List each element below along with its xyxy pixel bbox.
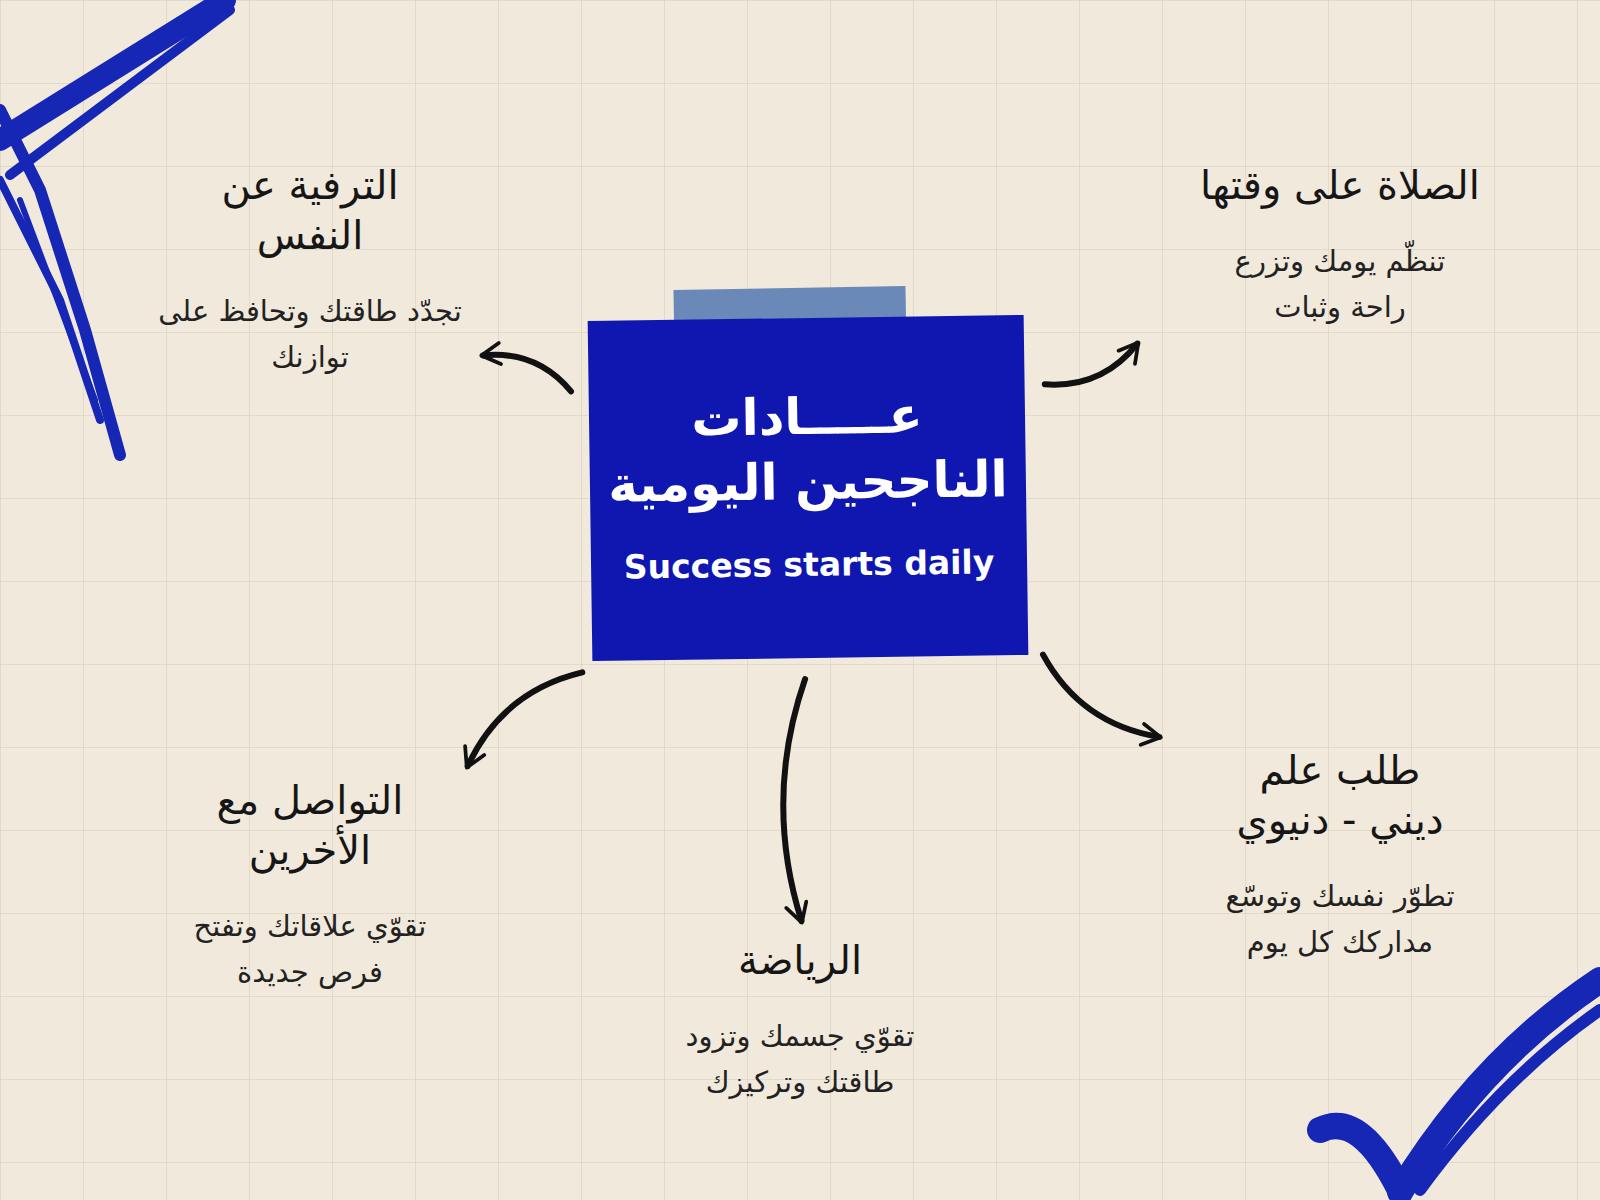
habit-node: الترفية عن النفس تجدّد طاقتك وتحافظ على ت… bbox=[150, 160, 470, 410]
title-card: عـــــادات الناجحين اليومية Success start… bbox=[588, 315, 1029, 661]
node-body: تقوّي علاقاتك وتفتح فرص جديدة bbox=[160, 903, 460, 996]
habit-node: الرياضة تقوّي جسمك وتزود طاقتك وتركيزك bbox=[640, 935, 960, 1106]
node-body: تطوّر نفسك وتوسّع مداركك كل يوم bbox=[1185, 873, 1495, 966]
node-body: Success starts daily bbox=[624, 536, 995, 594]
node-body: تقوّي جسمك وتزود طاقتك وتركيزك bbox=[655, 1013, 945, 1106]
habit-node: التواصل مع الأخرين تقوّي علاقاتك وتفتح فر… bbox=[150, 775, 470, 1015]
blue-checkmark bbox=[1320, 980, 1600, 1195]
node-heading: الرياضة bbox=[738, 935, 862, 985]
habit-node: طلب علم ديني - دنيوي تطوّر نفسك وتوسّع مد… bbox=[1160, 745, 1520, 985]
node-body: تنظّم يومك وتزرع راحة وثبات bbox=[1210, 238, 1470, 331]
node-heading: الصلاة على وقتها bbox=[1200, 160, 1480, 210]
arrow-connector bbox=[783, 679, 805, 921]
node-heading: عـــــادات الناجحين اليومية bbox=[589, 382, 1027, 518]
node-body: تجدّد طاقتك وتحافظ على توازنك bbox=[155, 288, 465, 381]
node-heading: طلب علم ديني - دنيوي bbox=[1220, 745, 1460, 845]
node-heading: الترفية عن النفس bbox=[180, 160, 440, 260]
node-heading: التواصل مع الأخرين bbox=[190, 775, 430, 875]
arrow-connector bbox=[483, 355, 571, 392]
arrow-connector bbox=[1045, 344, 1137, 385]
arrow-connector bbox=[468, 672, 583, 766]
habit-node: الصلاة على وقتها تنظّم يومك وتزرع راحة وث… bbox=[1150, 160, 1530, 350]
arrow-connector bbox=[1043, 655, 1159, 737]
blue-scribble bbox=[0, 0, 230, 455]
